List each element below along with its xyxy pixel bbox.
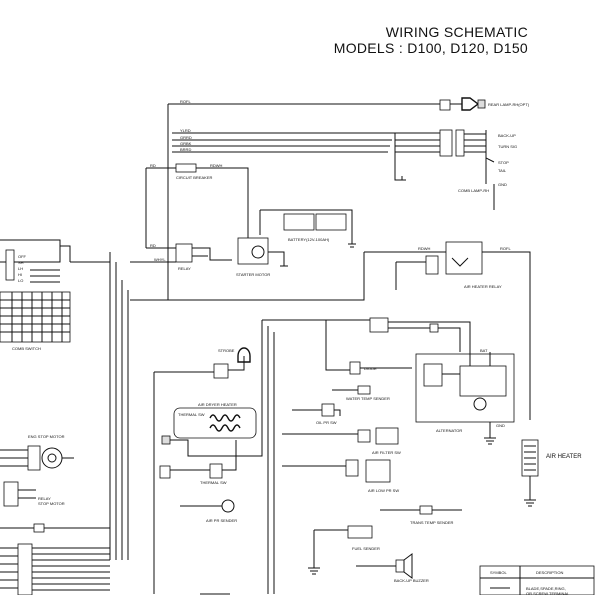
sensor-connector bbox=[369, 317, 389, 333]
comb-switch-row-sh: SH bbox=[18, 260, 24, 265]
eng-stop-motor bbox=[41, 447, 63, 469]
comb-switch-section: OFF SH LH HI LO COMB SWITCH bbox=[0, 239, 129, 560]
legend-table: SYMBOL DESCRIPTION BLADE,SPADE,RING,OR S… bbox=[479, 565, 595, 595]
legend-symbol-header: SYMBOL bbox=[490, 570, 507, 575]
wire-label-rd: RD bbox=[150, 163, 156, 168]
air-heater-relay-label: AIR HEATER RELAY bbox=[464, 284, 502, 289]
wire-label-rdwh-2: RDWH bbox=[418, 246, 431, 251]
legend-description: BLADE,SPADE,RING,OR SCREW TERMINAL bbox=[526, 586, 570, 595]
comb-switch-label: COMB SWITCH bbox=[12, 346, 41, 351]
legend-frame bbox=[479, 565, 595, 595]
trans-temp-sender-label: TRANS TEMP SENDER bbox=[410, 520, 454, 525]
starter-motor-label: STARTER MOTOR bbox=[236, 272, 270, 277]
legend-description-header: DESCRIPTION bbox=[536, 570, 563, 575]
alternator-bat-label: BAT bbox=[480, 348, 488, 353]
wire-label-rear-2: ROFL bbox=[500, 246, 511, 251]
comb-lamp-connector bbox=[439, 129, 453, 157]
air-filter-sw bbox=[375, 427, 399, 445]
battery-label: BATTERY(12V-100AH) bbox=[288, 237, 330, 242]
alternator-section: ALTERNATOR GND BAT bbox=[415, 348, 515, 445]
starter-motor bbox=[237, 237, 269, 265]
trans-temp-sender bbox=[419, 505, 433, 515]
rear-lamp-bulb bbox=[477, 99, 486, 109]
air-filter-sw-label: AIR FILTER SW bbox=[372, 450, 401, 455]
circuit-breaker-label: CIRCUIT BREAKER bbox=[176, 175, 212, 180]
relay bbox=[175, 243, 193, 263]
wire-label-rdwh: RDWH bbox=[210, 163, 223, 168]
air-low-pr-sw bbox=[365, 459, 391, 483]
fuel-sender-label: FUEL SENDER bbox=[352, 546, 380, 551]
circuit-breaker bbox=[175, 163, 197, 173]
rear-lamp-connector bbox=[439, 99, 451, 111]
rear-lamp-label: REAR LAMP-RH(OPT) bbox=[488, 102, 530, 107]
air-heater-relay-section: AIR HEATER RELAY RDWH ROFL bbox=[130, 241, 531, 420]
battery-cell-2 bbox=[315, 213, 347, 231]
strobe-connector bbox=[213, 363, 229, 379]
wire-label-whyl: WHYL bbox=[154, 257, 166, 262]
comb-lamp-label: COMB LAMP-RH bbox=[458, 188, 489, 193]
schematic-title: WIRING SCHEMATIC bbox=[385, 24, 528, 40]
thermal-sw-2 bbox=[209, 463, 223, 479]
rear-lamp-harness: ROFL YLRD GRRD GRBK BRRD REAR LAMP-RH(OP… bbox=[167, 97, 530, 300]
eng-stop-motor-label: ENG STOP MOTOR bbox=[28, 434, 65, 439]
air-pr-sender-label: AIR PR SENDER bbox=[206, 518, 237, 523]
relay-label: RELAY bbox=[178, 266, 191, 271]
comb-switch-row-lh: LH bbox=[18, 266, 23, 271]
back-up-label: BACK-UP bbox=[498, 133, 516, 138]
schematic-subtitle: MODELS : D100, D120, D150 bbox=[333, 40, 528, 56]
harness-connector bbox=[17, 543, 33, 595]
alternator-rectifier bbox=[459, 365, 507, 397]
air-heater-relay bbox=[445, 241, 483, 275]
comb-switch-terminal bbox=[5, 249, 15, 281]
eng-stop-motor-connector bbox=[27, 445, 41, 471]
backup-buzzer bbox=[395, 559, 405, 573]
alternator-regulator bbox=[423, 363, 443, 387]
diode bbox=[349, 361, 361, 375]
strobe-label: STROBE bbox=[218, 348, 235, 353]
oil-pr-sw-label: OIL PR SW bbox=[316, 420, 337, 425]
thermal-sw-label: THERMAL SW bbox=[178, 412, 205, 417]
wire-label-grrd: GRRD bbox=[180, 135, 192, 140]
wire-label-rd-2: RD bbox=[150, 243, 156, 248]
water-temp-sender bbox=[357, 385, 371, 395]
air-low-pr-sw-connector bbox=[345, 459, 359, 477]
comb-switch-row-hi: HI bbox=[18, 272, 22, 277]
thermal-sw-2-label: THERMAL SW bbox=[200, 480, 227, 485]
tail-label: TAIL bbox=[498, 168, 507, 173]
battery-cell-1 bbox=[283, 213, 315, 231]
wire-label-brrd: BRRD bbox=[180, 147, 191, 152]
air-heater-relay-connector bbox=[425, 255, 439, 275]
comb-switch-row-off: OFF bbox=[18, 254, 27, 259]
air-filter-sw-connector bbox=[357, 429, 371, 443]
gnd-label: GND bbox=[498, 182, 507, 187]
alternator-gnd-label: GND bbox=[496, 423, 505, 428]
wire-label-rear: ROFL bbox=[180, 99, 191, 104]
sensor-section: DIODE WATER TEMP SENDER OIL PR SW AIR FI… bbox=[262, 317, 471, 594]
water-temp-sender-label: WATER TEMP SENDER bbox=[346, 396, 390, 401]
alternator-label: ALTERNATOR bbox=[436, 428, 462, 433]
air-pressure-sender bbox=[221, 499, 235, 513]
air-heater-section: AIR HEATER bbox=[521, 439, 582, 507]
strobe-section: STROBE AIR DRYER HEATER THERMAL SW THERM… bbox=[153, 320, 263, 594]
air-low-pr-sw-label: AIR LOW PR SW bbox=[368, 488, 399, 493]
air-heater-label: AIR HEATER bbox=[546, 454, 582, 460]
air-dryer-heater-label: AIR DRYER HEATER bbox=[198, 402, 237, 407]
wire-label-ylrd: YLRD bbox=[180, 128, 191, 133]
turn-sig-label: TURN SIG bbox=[498, 144, 517, 149]
comb-switch-row-lo: LO bbox=[18, 278, 23, 283]
oil-pr-sw bbox=[321, 403, 335, 417]
fuel-sender bbox=[347, 525, 373, 539]
power-section: CIRCUIT BREAKER RDWH RD BATTERY(12V-100A… bbox=[130, 163, 356, 277]
relay-stop-motor bbox=[3, 481, 19, 507]
lower-left-harness bbox=[0, 543, 230, 595]
backup-buzzer-label: BACK-UP BUZZER bbox=[394, 578, 429, 583]
stop-label: STOP bbox=[498, 160, 509, 165]
wire-label-grbk: GRBK bbox=[180, 141, 192, 146]
